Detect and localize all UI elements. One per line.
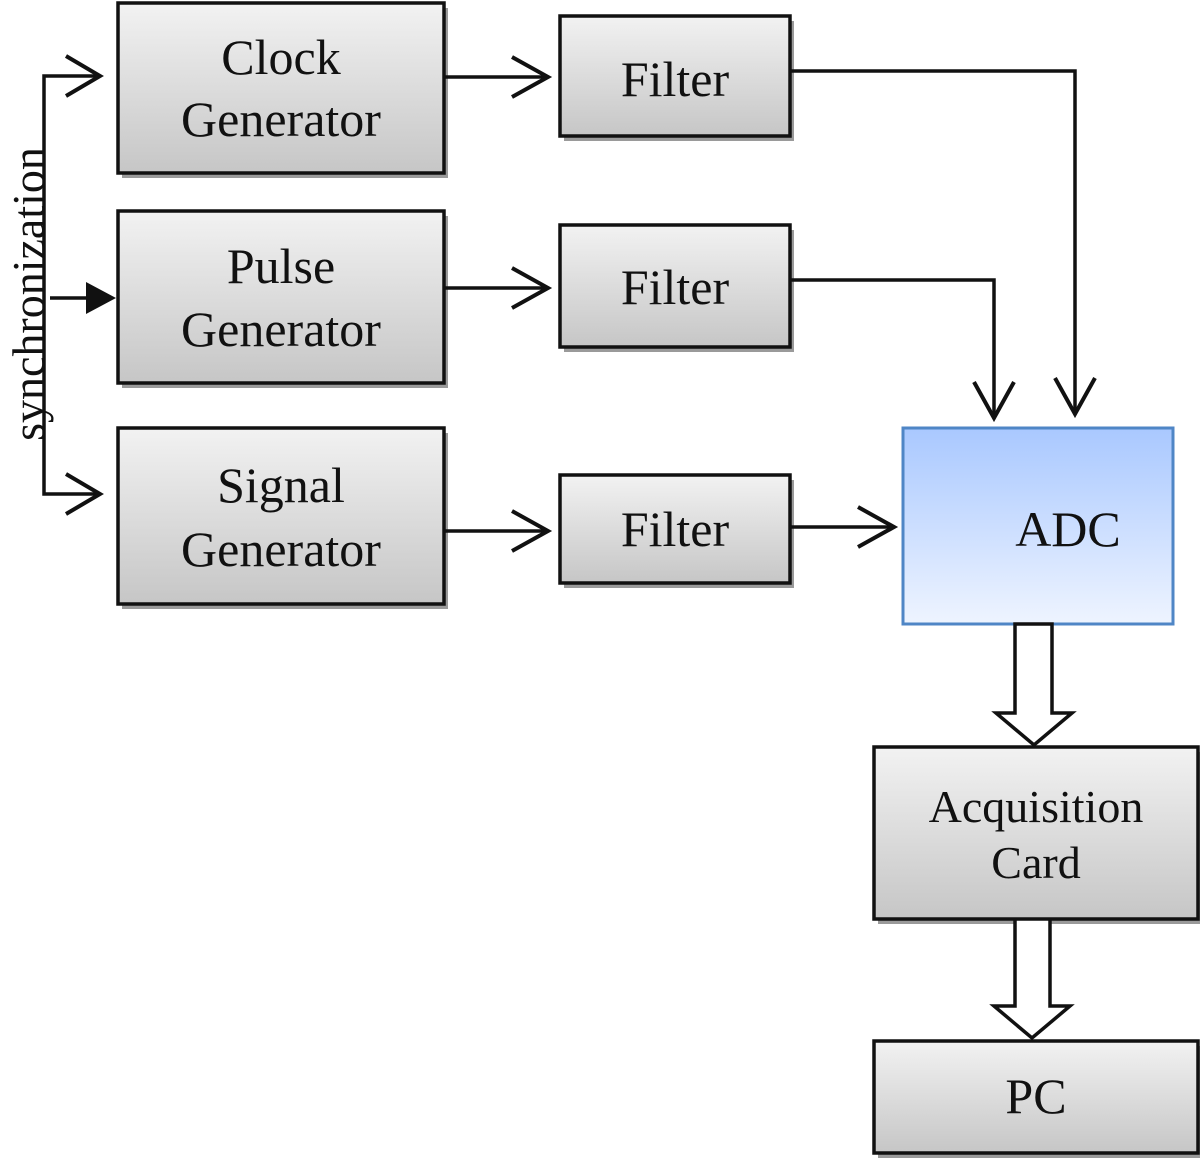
filter-box-pulse: Filter (558, 223, 792, 349)
pulse-generator-line1: Pulse (227, 238, 335, 294)
generator-filter-arrows (444, 55, 553, 553)
clock-generator-line2: Generator (181, 91, 381, 147)
sync-arrow-head-signal (64, 472, 104, 516)
acquisition-card-line2: Card (991, 837, 1080, 888)
signal-generator-box: Signal Generator (116, 426, 446, 606)
acquisition-card-line1: Acquisition (929, 781, 1144, 832)
adc-to-acquisition-arrow (991, 622, 1077, 748)
filter-label-clock: Filter (621, 51, 730, 107)
acquisition-to-pc-arrow (989, 916, 1075, 1041)
sync-bus: synchronization (3, 54, 116, 516)
filter-label-pulse: Filter (621, 259, 730, 315)
signal-generator-line2: Generator (181, 521, 381, 577)
adc-label: ADC (1015, 501, 1121, 557)
pulse-generator-box: Pulse Generator (116, 209, 446, 385)
filter-box-signal: Filter (558, 473, 792, 585)
clock-generator-line1: Clock (221, 29, 340, 85)
sync-arrow-head-filled (86, 282, 116, 314)
filter-box-clock: Filter (558, 14, 792, 138)
sync-arrow-head-clock (64, 54, 104, 98)
signal-generator-line1: Signal (217, 457, 345, 513)
pulse-generator-line2: Generator (181, 301, 381, 357)
adc-box: ADC (901, 426, 1175, 626)
filter-label-signal: Filter (621, 501, 730, 557)
filter-adc-connectors (790, 69, 1097, 549)
acquisition-card-box: Acquisition Card (872, 745, 1200, 921)
sync-label: synchronization (3, 147, 54, 441)
pc-box: PC (872, 1039, 1200, 1155)
pc-label: PC (1005, 1068, 1066, 1124)
clock-generator-box: Clock Generator (116, 1, 446, 175)
